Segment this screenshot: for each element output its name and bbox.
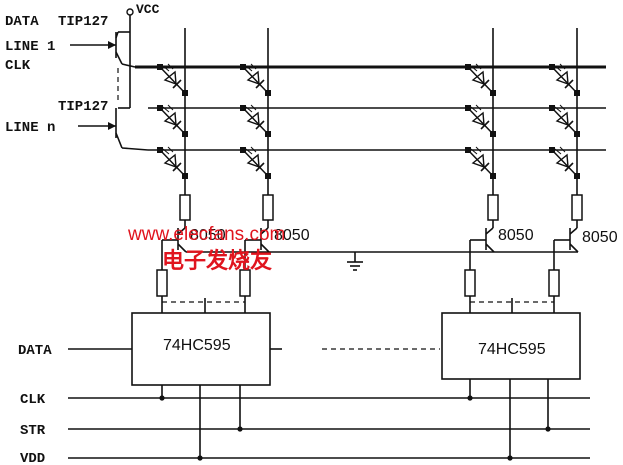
- str-bus-label: STR: [20, 423, 46, 439]
- t2-collector: [260, 227, 269, 235]
- ic-bus-connections: [159, 379, 551, 461]
- ic1-str-node: [237, 426, 243, 432]
- ic2-label: 74HC595: [478, 341, 546, 358]
- ic2-vdd-node: [507, 455, 513, 461]
- ic1-vdd-node: [197, 455, 203, 461]
- column-transistors: [162, 227, 579, 271]
- tip127-n-collector: [115, 132, 123, 149]
- base-resistor-4: [548, 269, 560, 297]
- led-r3-c4: [549, 146, 580, 179]
- tip127-n-label: TIP127: [58, 99, 108, 115]
- transistor-3-label: 8050: [498, 227, 534, 244]
- column-resistors: [179, 194, 583, 228]
- led-r2-c2: [240, 104, 271, 137]
- led-r3-c1: [157, 146, 188, 179]
- clk-top-label: CLK: [5, 58, 31, 74]
- column-resistor-2: [262, 194, 274, 221]
- vcc-label: VCC: [136, 2, 160, 17]
- t3-emitter: [485, 243, 495, 253]
- line-n-label: LINE n: [5, 120, 55, 136]
- transistor-1-label: 8050: [190, 227, 226, 244]
- transistor-8050-1: [162, 227, 187, 253]
- clk-bus-label: CLK: [20, 392, 46, 408]
- t1-collector: [177, 227, 186, 235]
- led-r2-c1: [157, 104, 188, 137]
- led-r1-c3: [465, 63, 496, 96]
- led-r1-c2: [240, 63, 271, 96]
- t1-emitter: [177, 243, 187, 253]
- led-r3-c2: [240, 146, 271, 179]
- column-resistor-4: [571, 194, 583, 221]
- tip127-top-label: TIP127: [58, 14, 108, 30]
- watermark-chinese: 电子发烧友: [162, 248, 272, 274]
- ic2-clk-node: [467, 395, 473, 401]
- ic2-str-node: [545, 426, 551, 432]
- data-bus-label: DATA: [18, 343, 52, 359]
- shift-register-ic-2: [441, 312, 581, 380]
- t4-collector: [569, 227, 578, 235]
- shift-register-ic-1: [131, 312, 271, 386]
- t3-collector: [485, 227, 494, 235]
- tip127-transistor-1: [70, 31, 136, 68]
- tip127-1-out: [121, 63, 136, 68]
- ic1-label: 74HC595: [163, 337, 231, 354]
- transistor-8050-3: [470, 227, 495, 253]
- led-r2-c4: [549, 104, 580, 137]
- led-matrix: [157, 63, 580, 179]
- row-driver-section: [70, 8, 149, 151]
- transistor-2-label: 8050: [274, 227, 310, 244]
- ic1-clk-node: [159, 395, 165, 401]
- tip127-n-out: [121, 147, 149, 151]
- vcc-terminal: [126, 8, 134, 16]
- transistor-4-label: 8050: [582, 229, 618, 246]
- vdd-bus-label: VDD: [20, 451, 45, 465]
- data-top-label: DATA: [5, 14, 39, 30]
- transistor-8050-4: [554, 227, 579, 253]
- base-resistor-3: [464, 269, 476, 297]
- watermark-url: www.elecfans.com: [127, 224, 285, 245]
- t2-emitter: [260, 243, 270, 253]
- t4-emitter: [569, 243, 579, 253]
- column-resistor-1: [179, 194, 191, 221]
- tip127-1-collector: [115, 51, 123, 65]
- column-resistor-3: [487, 194, 499, 221]
- transistor-8050-2: [245, 227, 270, 253]
- led-r2-c3: [465, 104, 496, 137]
- tip127-1-emit: [115, 31, 119, 39]
- led-r1-c4: [549, 63, 580, 96]
- tip127-transistor-n: [78, 108, 149, 151]
- led-r1-c1: [157, 63, 188, 96]
- base-resistors: [156, 240, 560, 313]
- line1-arrow: [108, 41, 116, 49]
- linen-arrow: [108, 122, 116, 130]
- led-r3-c3: [465, 146, 496, 179]
- line1-label: LINE 1: [5, 39, 55, 55]
